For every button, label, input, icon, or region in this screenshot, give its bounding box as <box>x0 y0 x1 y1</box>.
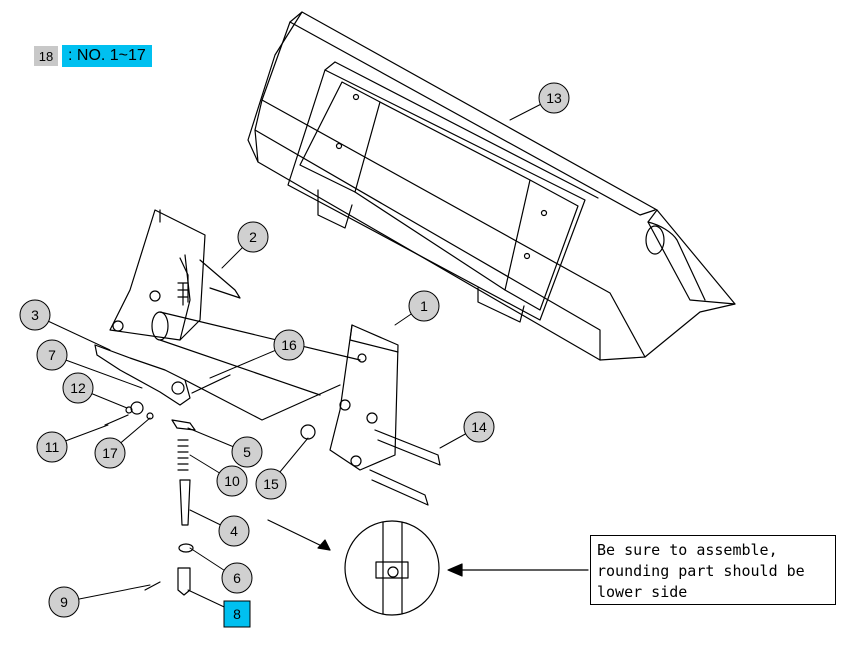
callout-label: 8 <box>233 606 241 622</box>
callout-label: 14 <box>471 419 487 435</box>
callout-label: 10 <box>224 473 240 489</box>
callout-12: 12 <box>62 372 94 404</box>
detail-view-drawing <box>344 520 440 616</box>
note-line-1: Be sure to assemble, <box>597 541 778 559</box>
callout-label: 12 <box>70 380 86 396</box>
callout-label: 5 <box>243 444 251 460</box>
callout-10: 10 <box>216 465 248 497</box>
callout-marker <box>273 329 305 361</box>
callout-marker <box>223 600 251 628</box>
callout-marker <box>36 339 68 371</box>
callout-label: 15 <box>263 476 279 492</box>
arrows <box>267 519 589 577</box>
callout-label: 9 <box>60 594 68 610</box>
left-frame-drawing <box>109 209 241 341</box>
callout-7: 7 <box>36 339 68 371</box>
note-line-3: lower side <box>597 583 688 601</box>
callout-5: 5 <box>231 436 263 468</box>
callout-marker <box>221 562 253 594</box>
callout-label: 17 <box>102 445 118 461</box>
callout-marker <box>255 468 287 500</box>
callout-marker <box>48 586 80 618</box>
callout-17: 17 <box>94 437 126 469</box>
bucket-drawing <box>247 11 736 361</box>
callout-label: 3 <box>31 307 39 323</box>
callout-8: 8 <box>223 600 251 628</box>
callout-15: 15 <box>255 468 287 500</box>
callout-label: 11 <box>45 439 60 455</box>
callout-marker <box>94 437 126 469</box>
callout-9: 9 <box>48 586 80 618</box>
callout-marker <box>463 411 495 443</box>
callout-marker <box>237 221 269 253</box>
callout-11: 11 <box>36 431 68 463</box>
callout-marker <box>231 436 263 468</box>
callout-1: 1 <box>408 290 440 322</box>
callout-3: 3 <box>19 299 51 331</box>
callout-marker <box>218 515 250 547</box>
assembly-note: Be sure to assemble, rounding part shoul… <box>590 535 836 605</box>
callout-16: 16 <box>273 329 305 361</box>
callout-13: 13 <box>538 82 570 114</box>
callout-marker <box>538 82 570 114</box>
callout-2: 2 <box>237 221 269 253</box>
right-frame-drawing <box>329 324 399 471</box>
callout-marker <box>408 290 440 322</box>
callout-label: 2 <box>249 229 257 245</box>
callout-label: 7 <box>48 347 56 363</box>
callout-14: 14 <box>463 411 495 443</box>
callout-6: 6 <box>221 562 253 594</box>
callout-label: 13 <box>546 90 562 106</box>
callout-4: 4 <box>218 515 250 547</box>
callout-marker <box>19 299 51 331</box>
callout-marker <box>62 372 94 404</box>
callout-marker <box>36 431 68 463</box>
small-parts-drawing <box>104 401 441 596</box>
legend-number: 18 <box>34 46 58 66</box>
callout-label: 1 <box>420 298 428 314</box>
note-line-2: rounding part should be <box>597 562 805 580</box>
callout-label: 6 <box>233 570 241 586</box>
lever-drawing <box>94 344 341 421</box>
callout-label: 4 <box>230 523 238 539</box>
callout-marker <box>216 465 248 497</box>
shaft-drawing <box>151 311 361 396</box>
legend-range: : NO. 1~17 <box>62 45 152 67</box>
callout-label: 16 <box>281 337 297 353</box>
